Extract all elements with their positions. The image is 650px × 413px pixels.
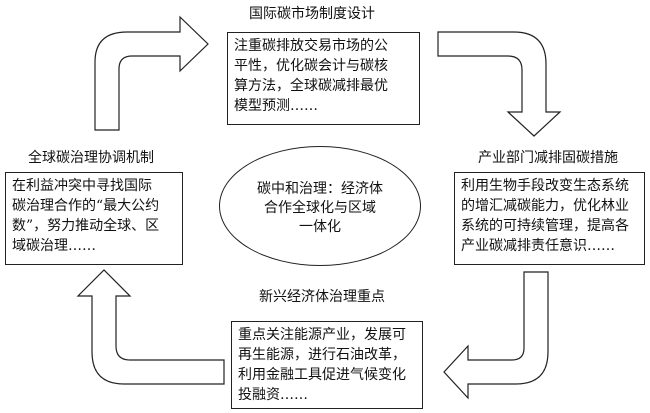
center-label: 碳中和治理：经济体 合作全球化与区域 一体化: [219, 180, 421, 237]
right-node-line: 的增汇减碳能力，优化林业: [461, 198, 629, 214]
bottom-node-box: 重点关注能源产业，发展可 再生能源，进行石油改革， 利用金融工具促进气候变化 投…: [231, 321, 423, 409]
bottom-node-line: 再生能源，进行石油改革，: [238, 347, 406, 363]
top-node-line: 模型预测……: [234, 98, 318, 114]
top-node-box: 注重碳排放交易市场的公 平性，优化碳会计与碳核 算方法，全球碳减排最优 模型预测…: [227, 32, 420, 125]
bottom-node-line: 重点关注能源产业，发展可: [238, 327, 406, 343]
right-node-title: 产业部门减排固碳措施: [478, 150, 618, 166]
bottom-node-line: 利用金融工具促进气候变化: [238, 367, 406, 383]
right-node-line: 产业碳减排责任意识……: [461, 238, 615, 254]
left-node-line: 数”，努力推动全球、区: [12, 218, 160, 234]
right-node-line: 利用生物手段改变生态系统: [461, 178, 629, 194]
left-node-line: 域碳治理……: [12, 238, 96, 254]
arrow-right-to-bottom: [443, 271, 549, 400]
arrow-left-to-top: [94, 15, 209, 131]
center-label-line: 一体化: [299, 219, 341, 235]
arrow-bottom-to-left: [76, 269, 225, 385]
center-ellipse: [219, 146, 421, 266]
center-label-line: 合作全球化与区域: [264, 200, 376, 216]
left-node-title: 全球碳治理协调机制: [28, 150, 154, 166]
left-node-box: 在利益冲突中寻找国际 碳治理合作的“最大公约 数”，努力推动全球、区 域碳治理……: [5, 172, 183, 265]
right-node-line: 系统的可持续管理，提高各: [461, 218, 629, 234]
left-node-line: 在利益冲突中寻找国际: [12, 178, 152, 194]
top-node-line: 算方法，全球碳减排最优: [234, 78, 388, 94]
bottom-node-title: 新兴经济体治理重点: [259, 289, 385, 305]
right-node-box: 利用生物手段改变生态系统 的增汇减碳能力，优化林业 系统的可持续管理，提高各 产…: [454, 172, 645, 265]
top-node-line: 注重碳排放交易市场的公: [234, 38, 388, 54]
top-node-line: 平性，优化碳会计与碳核: [234, 58, 388, 74]
center-label-line: 碳中和治理：经济体: [257, 181, 383, 197]
top-node-title: 国际碳市场制度设计: [249, 6, 375, 22]
left-node-line: 碳治理合作的“最大公约: [12, 198, 160, 214]
bottom-node-line: 投融资……: [238, 387, 308, 403]
arrow-top-to-right: [437, 31, 562, 137]
